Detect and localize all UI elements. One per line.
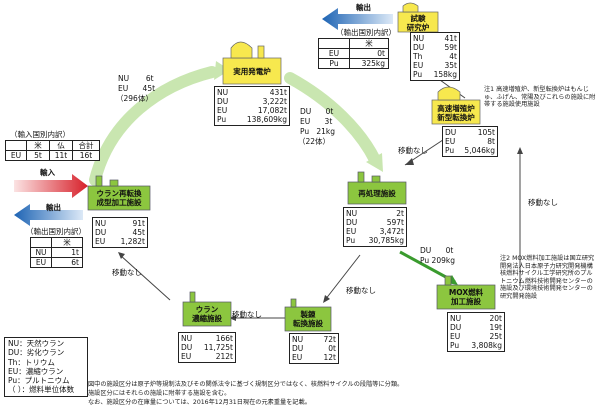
flow-reactor-repro-du: DU 0t [300, 107, 334, 116]
arrowhead-fast-to-repro [405, 158, 414, 165]
arrowhead-to-refining [323, 295, 330, 303]
fabrication-label-2: 成型加工施設 [96, 198, 142, 207]
arrowhead-to-reactor [214, 61, 230, 80]
flow-reactor-repro-pu: Pu 21kg [300, 127, 335, 136]
import-arrow-label: 輸入 [40, 168, 55, 177]
arrowhead-to-enrichment [229, 315, 236, 321]
fast-reactor-label-2: 新型転換炉 [437, 113, 475, 122]
no-movement-fast: 移動なし [398, 146, 428, 155]
power-reactor-label: 実用発電炉 [233, 67, 271, 76]
footer-note-2: 施設区分にはそれらの施設に附帯する施設を含む。 [88, 390, 231, 397]
research-reactor-label-2: 研究炉 [406, 23, 430, 32]
flow-reactor-repro-eu: EU 3t [300, 117, 333, 126]
no-movement-refining: 移動なし [232, 310, 262, 319]
note-1: 注1 高速増殖炉、新型転換炉はもんじゅ、ふげん、常陽及びこれらの施設に附帯する施… [484, 86, 596, 109]
research-reactor-label-1: 試験 [410, 14, 426, 23]
mox-building [436, 275, 496, 310]
note-2: 注2 MOX燃料加工施設は国立研究開発法人日本原子力研究開発機構 核燃料サイクル… [500, 255, 599, 300]
arrowhead-to-reprocessing [366, 153, 383, 172]
legend: NU：天然ウラン DU：劣化ウラン Th：トリウム EU：濃縮ウラン Pu：プル… [4, 337, 88, 397]
enrichment-building [182, 291, 232, 327]
footer-note-1: 図中の施設区分は原子炉等規制法及びその関係法令に基づく規制区分ではなく、核燃料サ… [88, 381, 404, 388]
power-reactor-building [222, 41, 282, 85]
arrow-fabrication-to-reactor [89, 66, 218, 186]
fast-reactor-label-1: 高速増殖炉 [437, 104, 475, 113]
export-arrow-left [14, 204, 83, 226]
refining-building [284, 298, 332, 332]
arrowhead-mox-to-fast [517, 147, 523, 154]
footer-note-3: なお、施設区分の在庫量については、2016年12月31日現在の元素重量を記載。 [88, 399, 311, 406]
flow-repro-mox-pu: Pu 209kg [420, 256, 455, 265]
refining-label-1: 製錬 [300, 310, 316, 319]
legend-du: DU：劣化ウラン [8, 348, 65, 358]
research-reactor-building [397, 2, 439, 33]
flow-to-reactor-bundles: （296体） [116, 94, 153, 103]
arrow-reactor-to-reprocessing [284, 72, 381, 166]
reprocessing-building [347, 171, 407, 205]
flow-to-reactor-eu: EU 45t [118, 84, 156, 93]
import-breakdown-title: （輸入国別内訳） [10, 130, 70, 139]
enrichment-label-1: ウラン [195, 305, 219, 314]
flow-repro-mox-du: DU 0t [420, 246, 454, 255]
flow-reactor-repro-bundles: （22体） [298, 137, 331, 146]
no-movement-repro: 移動なし [346, 286, 376, 295]
mox-label-2: 加工施設 [451, 297, 481, 306]
reprocessing-label: 再処理施設 [358, 189, 396, 198]
no-movement-enrichment: 移動なし [112, 268, 142, 277]
refining-label-2: 転換施設 [293, 319, 323, 328]
import-arrow [14, 174, 88, 198]
fabrication-label-1: ウラン再転換 [96, 189, 142, 198]
fabrication-building [87, 175, 151, 211]
legend-nu: NU：天然ウラン [8, 339, 65, 348]
legend-bundle: （ ）：燃料単位体数 [8, 385, 75, 395]
export-top-label: 輸出 [356, 3, 371, 12]
legend-pu: Pu：プルトニウム [8, 376, 70, 386]
arrowhead-to-fabrication [118, 252, 125, 259]
enrichment-label-2: 濃縮施設 [192, 314, 222, 323]
no-movement-mox: 移動なし [528, 198, 558, 207]
export-left-breakdown-title: （輸出国別内訳） [26, 227, 86, 236]
export-left-label: 輸出 [46, 203, 61, 212]
flow-to-reactor-nu: NU 6t [118, 74, 154, 83]
fast-reactor-building [431, 86, 481, 125]
export-top-breakdown-title: （輸出国別内訳） [336, 28, 396, 37]
legend-th: Th：トリウム [8, 357, 55, 367]
legend-eu: EU：濃縮ウラン [8, 366, 64, 376]
arrow-enrichment-to-fabrication [119, 254, 171, 301]
arrow-reprocessing-to-refining [324, 254, 361, 301]
mox-label-1: MOX燃料 [448, 288, 484, 297]
export-arrow-top [322, 8, 393, 30]
